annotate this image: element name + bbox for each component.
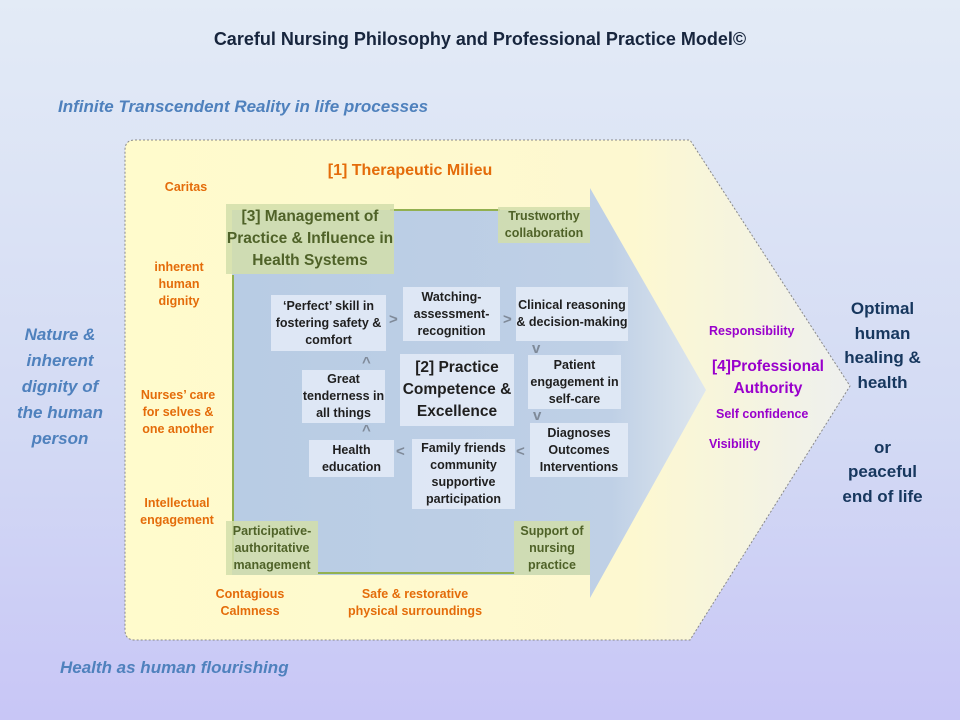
- arrow-up-icon: ^: [362, 354, 371, 371]
- management-item: Trustworthy collaboration: [498, 207, 590, 243]
- practice-step: ‘Perfect’ skill in fostering safety & co…: [271, 295, 386, 351]
- milieu-item: inherent human dignity: [154, 260, 204, 308]
- arrow-up-icon: ^: [362, 422, 371, 439]
- arrow-right-icon: >: [503, 311, 512, 328]
- arrow-left-icon: <: [516, 443, 525, 460]
- management-title: [3] Management of Practice & Influence i…: [226, 204, 394, 274]
- authority-item: Self confidence: [716, 407, 809, 421]
- practice-step: Patient engagement in self-care: [528, 355, 621, 409]
- practice-step: Clinical reasoning & decision-making: [516, 287, 628, 341]
- outcome-or: or: [874, 438, 891, 457]
- outcome-peaceful: peaceful end of life: [842, 462, 923, 506]
- milieu-item: Contagious Calmness: [215, 587, 285, 618]
- practice-title: [2] Practice Competence & Excellence: [400, 354, 514, 426]
- milieu-item: Safe & restorative physical surroundings: [347, 587, 483, 618]
- outer-bottom-label: Health as human flourishing: [60, 658, 289, 677]
- management-item: Support of nursing practice: [514, 521, 590, 575]
- practice-step: Watching-assessment-recognition: [403, 287, 500, 341]
- arrow-down-icon: v: [533, 407, 542, 424]
- practice-step: Family friends community supportive part…: [412, 439, 515, 509]
- outcome-healing: Optimal human healing & health: [844, 299, 921, 392]
- outer-left-label: Nature & inherent dignity of the human p…: [17, 325, 103, 448]
- milieu-item: Intellectual engagement: [140, 496, 214, 527]
- authority-title: [4]Professional Authority: [712, 358, 824, 397]
- milieu-item: Caritas: [164, 180, 208, 194]
- milieu-title: [1] Therapeutic Milieu: [327, 162, 493, 179]
- authority-item: Responsibility: [709, 324, 795, 338]
- page-title: Careful Nursing Philosophy and Professio…: [213, 29, 747, 49]
- authority-item: Visibility: [709, 437, 761, 451]
- practice-step: Health education: [309, 440, 394, 477]
- practice-step: Great tenderness in all things: [302, 370, 385, 423]
- management-item: Participative-authoritative management: [226, 521, 318, 575]
- arrow-left-icon: <: [396, 443, 405, 460]
- practice-step: Diagnoses Outcomes Interventions: [530, 423, 628, 477]
- arrow-down-icon: v: [532, 340, 541, 357]
- milieu-item: Nurses’ care for selves & one another: [140, 388, 216, 436]
- arrow-right-icon: >: [389, 311, 398, 328]
- outer-top-label: Infinite Transcendent Reality in life pr…: [58, 97, 429, 116]
